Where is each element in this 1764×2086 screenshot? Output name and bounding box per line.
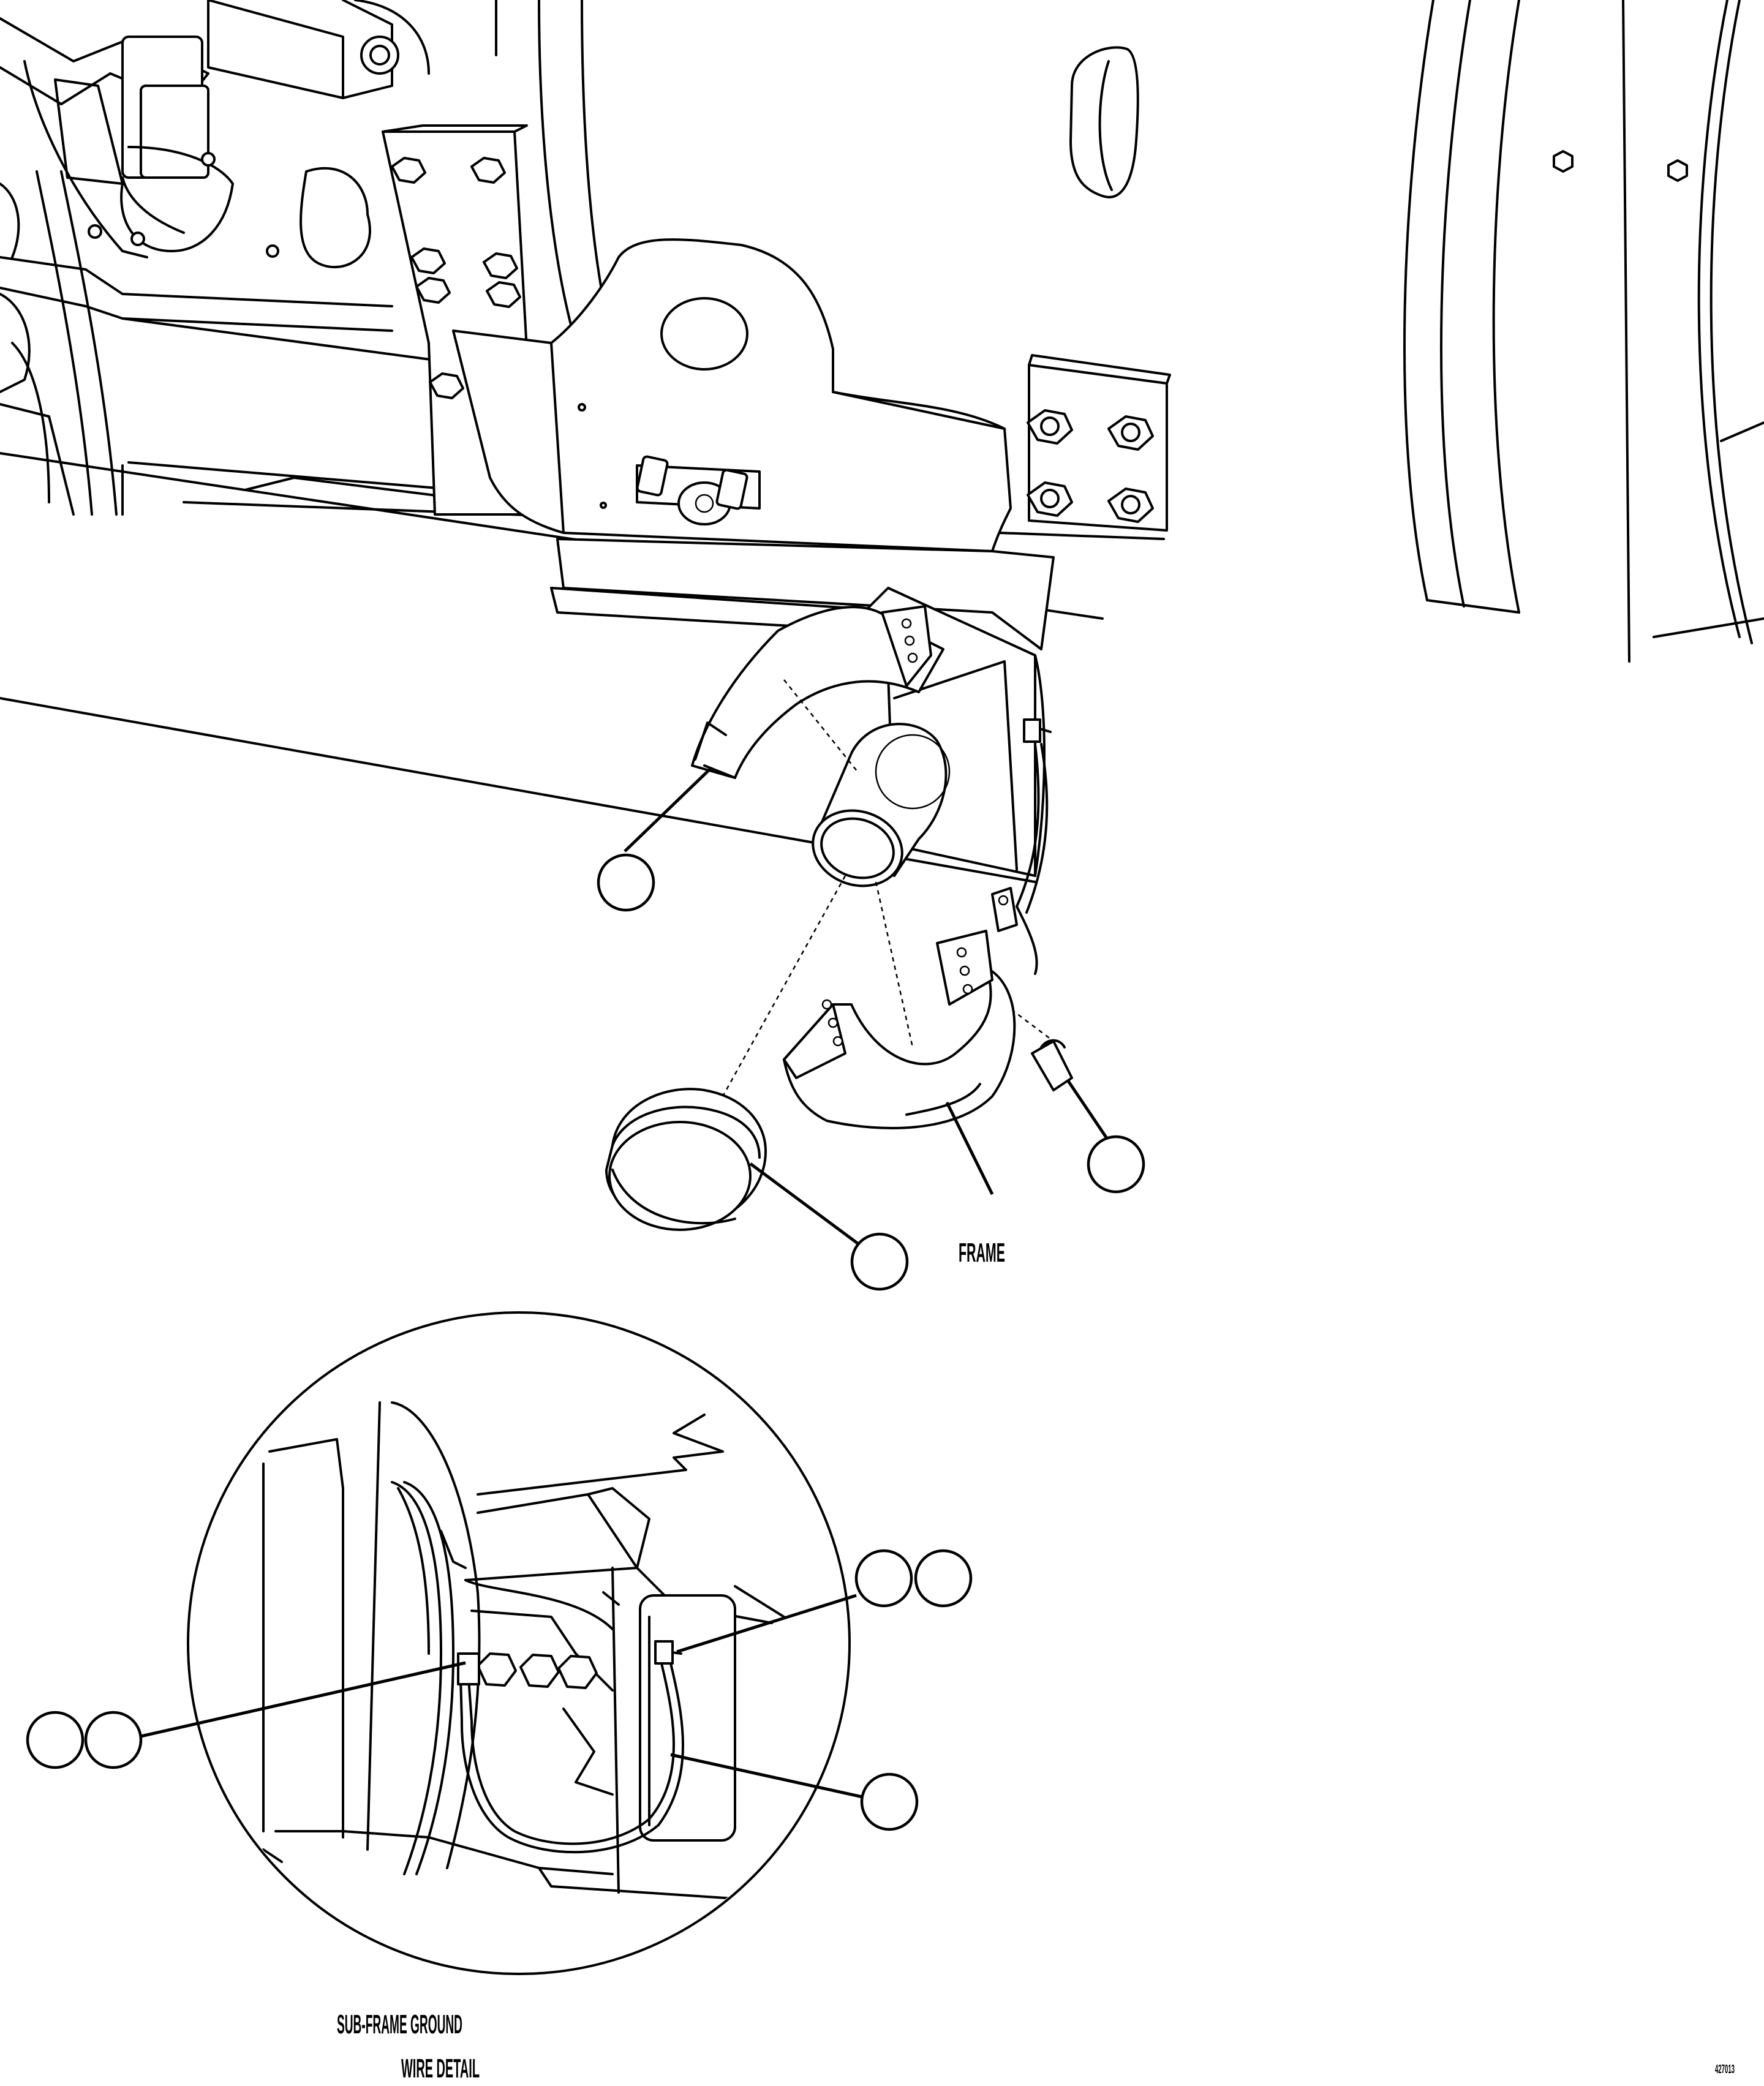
ground-wire-lug	[991, 887, 1018, 932]
callout-clip	[1087, 1135, 1145, 1194]
housing-plug	[1069, 46, 1139, 198]
hex-bolt-icon	[557, 1655, 598, 1689]
hex-nut-icon	[1553, 150, 1574, 173]
callout-detail-left-b	[84, 1711, 143, 1769]
hex-bolt-icon	[1027, 481, 1073, 517]
hex-bolt-icon	[391, 157, 426, 184]
hex-bolt-icon	[1107, 415, 1154, 451]
hex-bolt-icon	[483, 252, 518, 279]
plate-bolts	[391, 157, 521, 399]
hex-bolt-icon	[1027, 409, 1073, 445]
figure-number: 427013	[1715, 2063, 1735, 2076]
callout-bushing	[850, 1232, 909, 1291]
exploded-assembly	[550, 538, 1073, 1231]
hex-nut-icon	[1667, 159, 1688, 182]
callout-detail-right-b	[914, 1549, 973, 1608]
hex-bolt-icon	[477, 1652, 517, 1687]
hex-bolt-icon	[519, 1654, 560, 1688]
hex-bolt-icon	[470, 157, 506, 184]
hex-bolt-icon	[486, 281, 521, 308]
hex-bolt-icon	[410, 247, 446, 274]
machine-body	[0, 0, 1764, 883]
callout-detail-wire	[860, 1772, 919, 1831]
bracket-hole	[660, 297, 748, 371]
callout-detail-right-a	[854, 1549, 913, 1608]
callouts: FRAME	[597, 767, 1145, 1291]
detail-caption-line1: SUB-FRAME GROUND	[337, 2009, 462, 2039]
sub-frame-ground-wire-detail: SUB-FRAME GROUND WIRE DETAIL	[26, 1311, 973, 2084]
lower-clamp-half	[783, 966, 1016, 1129]
wire-clip	[1031, 1040, 1073, 1091]
callout-upper-bracket	[597, 853, 655, 912]
hex-bolt-icon	[415, 277, 451, 304]
detail-caption-line2: WIRE DETAIL	[401, 2054, 480, 2084]
frame-label: FRAME	[959, 1238, 1005, 1268]
callout-detail-left-a	[26, 1711, 85, 1769]
hex-bolt-icon	[1107, 488, 1154, 523]
hex-bolt-icon	[429, 372, 464, 399]
